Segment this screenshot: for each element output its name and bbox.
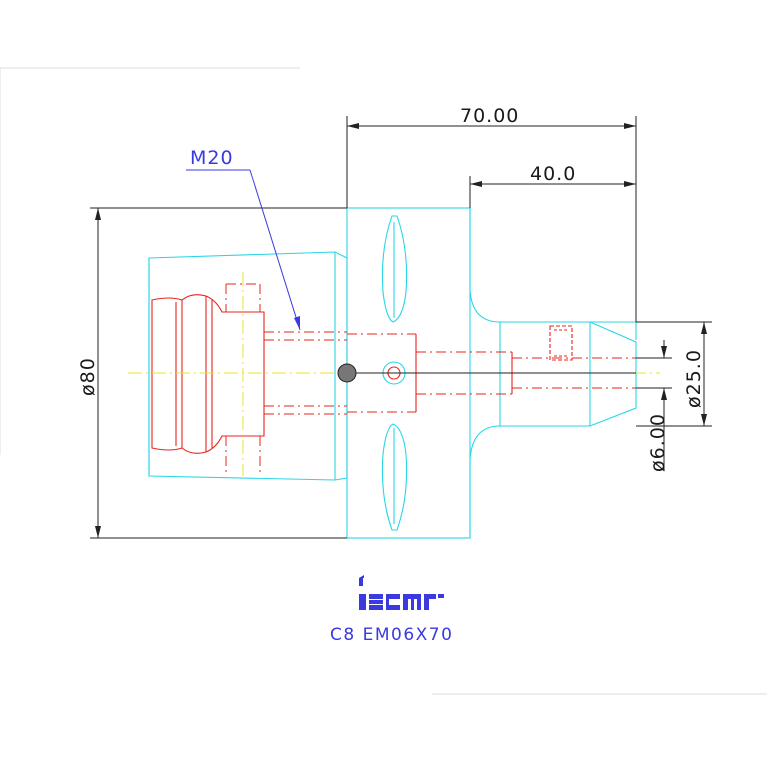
dimension-shank-length: 40.0 [469, 163, 636, 208]
overall-length-label: 70.00 [460, 105, 519, 127]
thread-callout: M20 [186, 147, 301, 331]
dimension-overall-length: 70.00 [346, 105, 637, 322]
back-flange-outline [148, 251, 348, 481]
body-diameter-label: ø80 [77, 357, 99, 396]
shank-outline [469, 208, 637, 538]
iscar-logo [359, 575, 444, 610]
dimension-body-diameter: ø80 [77, 207, 347, 539]
shank-length-label: 40.0 [530, 163, 576, 185]
part-code: C8 EM06X70 [330, 625, 453, 645]
hidden-features [151, 283, 636, 476]
axis-origin-marker [337, 363, 357, 383]
dimension-shank-diameter: ø25.0 [636, 321, 712, 427]
dimension-bore-diameter: ø6.00 [636, 340, 672, 472]
thread-callout-label: M20 [190, 147, 234, 169]
bore-diameter-label: ø6.00 [647, 413, 669, 472]
shank-diameter-label: ø25.0 [683, 349, 705, 408]
